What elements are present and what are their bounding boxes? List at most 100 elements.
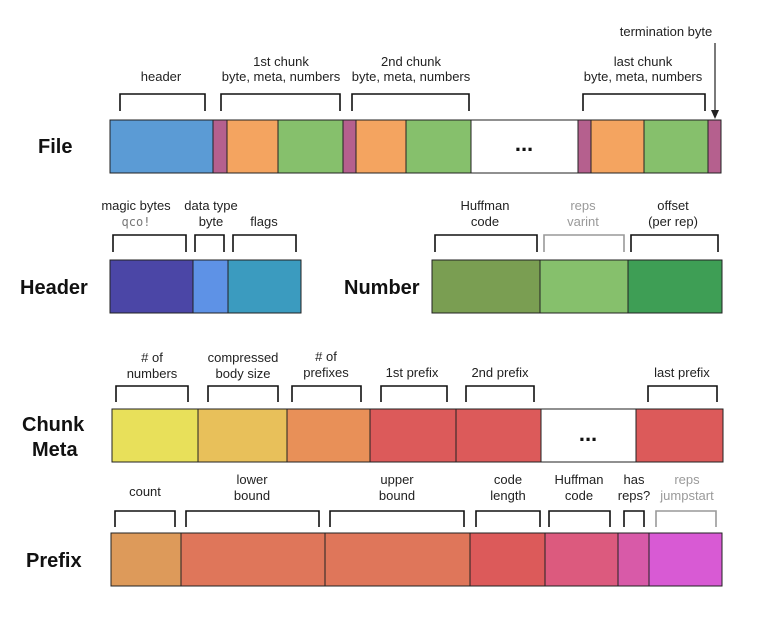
file-last-chunk-bracket (582, 93, 706, 111)
chunk-meta-ellipsis: ... (579, 421, 597, 446)
prefix-labels: count lower bound upper bound code lengt… (129, 472, 714, 503)
header-flags-label: flags (250, 214, 278, 229)
prefix-has-reps-label-line2: reps? (618, 488, 651, 503)
chunk-meta-bar: ... (111, 408, 724, 463)
prefix-upper-bracket (329, 510, 465, 527)
prefix-upper-segment (324, 532, 471, 587)
file-last-chunk-meta-segment (590, 119, 645, 174)
chunk-meta-prefixes-bracket (291, 385, 362, 402)
chunk-meta-prefixes-label-line1: # of (315, 349, 337, 364)
file-ellipsis: ... (515, 131, 533, 156)
chunk-meta-prefix1-bracket (380, 385, 448, 402)
chunk-meta-body-segment (197, 408, 288, 463)
header-magic-value: qco! (122, 215, 151, 229)
prefix-code-length-bracket (475, 510, 541, 527)
file-last-chunk-label-line1: last chunk (614, 54, 673, 69)
file-chunk1-meta-segment (226, 119, 279, 174)
number-offset-segment (627, 259, 723, 314)
chunk-meta-last-prefix-bracket (647, 385, 718, 402)
header-magic-bracket (112, 234, 187, 252)
header-bar (109, 259, 302, 314)
file-labels: header 1st chunk byte, meta, numbers 2nd… (141, 24, 712, 84)
chunk-meta-row-title-line2: Meta (32, 439, 78, 461)
header-data-type-segment (192, 259, 229, 314)
number-offset-label-line2: (per rep) (648, 214, 698, 229)
chunk-meta-prefix1-segment (369, 408, 457, 463)
prefix-jumpstart-label-line2: jumpstart (659, 488, 714, 503)
file-brackets (119, 43, 719, 119)
number-reps-bracket (543, 234, 625, 252)
chunk-meta-prefix1-label: 1st prefix (386, 365, 439, 380)
chunk-meta-body-label-line1: compressed (208, 350, 279, 365)
header-brackets (112, 234, 297, 252)
prefix-huffman-segment (544, 532, 619, 587)
chunk-meta-body-label-line2: body size (216, 366, 271, 381)
file-last-chunk-label-line2: byte, meta, numbers (584, 69, 703, 84)
file-header-bracket (119, 93, 206, 111)
chunk-meta-prefixes-segment (286, 408, 371, 463)
chunk-meta-prefix2-label: 2nd prefix (471, 365, 529, 380)
file-chunk2-meta-segment (355, 119, 407, 174)
number-reps-label-line1: reps (570, 198, 596, 213)
prefix-huffman-label-line2: code (565, 488, 593, 503)
file-termination-segment (707, 119, 722, 174)
prefix-has-reps-segment (617, 532, 650, 587)
prefix-huffman-label-line1: Huffman (555, 472, 604, 487)
prefix-brackets (114, 510, 717, 527)
chunk-meta-num-label-line2: numbers (127, 366, 178, 381)
chunk-meta-prefixes-label-line2: prefixes (303, 365, 349, 380)
chunk-meta-prefix2-segment (455, 408, 542, 463)
chunk-meta-labels: # of numbers compressed body size # of p… (127, 349, 711, 381)
file-chunk2-label-line2: byte, meta, numbers (352, 69, 471, 84)
prefix-code-length-segment (469, 532, 546, 587)
chunk-meta-num-bracket (115, 385, 189, 402)
number-huffman-label-line2: code (471, 214, 499, 229)
prefix-row-title: Prefix (26, 550, 82, 572)
file-row-title: File (38, 136, 72, 158)
chunk-meta-brackets (115, 385, 718, 402)
file-termination-label: termination byte (620, 24, 713, 39)
chunk-meta-last-prefix-segment (635, 408, 724, 463)
file-bar: ... (109, 119, 722, 174)
number-offset-bracket (630, 234, 719, 252)
file-chunk1-label-line2: byte, meta, numbers (222, 69, 341, 84)
file-ellipsis-segment (470, 119, 579, 174)
file-header-segment (109, 119, 214, 174)
termination-arrow-head (711, 110, 719, 119)
number-labels: Huffman code reps varint offset (per rep… (461, 198, 698, 229)
chunk-meta-num-segment (111, 408, 199, 463)
prefix-jumpstart-segment (648, 532, 723, 587)
file-chunk1-byte-segment (212, 119, 228, 174)
prefix-jumpstart-label-line1: reps (674, 472, 700, 487)
file-chunk2-label-line1: 2nd chunk (381, 54, 441, 69)
header-data-type-label-line1: data type (184, 198, 238, 213)
prefix-has-reps-label-line1: has (624, 472, 645, 487)
prefix-upper-label-line1: upper (380, 472, 414, 487)
prefix-huffman-bracket (548, 510, 611, 527)
number-huffman-bracket (434, 234, 538, 252)
number-reps-segment (539, 259, 629, 314)
file-header-label: header (141, 69, 182, 84)
file-chunk2-bracket (351, 93, 470, 111)
number-bar (431, 259, 723, 314)
header-magic-label: magic bytes (101, 198, 171, 213)
file-last-chunk-byte-segment (577, 119, 592, 174)
prefix-lower-label-line1: lower (236, 472, 268, 487)
number-huffman-segment (431, 259, 541, 314)
number-brackets (434, 234, 719, 252)
header-flags-segment (227, 259, 302, 314)
prefix-count-segment (110, 532, 182, 587)
chunk-meta-body-bracket (207, 385, 279, 402)
file-chunk1-label-line1: 1st chunk (253, 54, 309, 69)
prefix-bar (110, 532, 723, 587)
chunk-meta-num-label-line1: # of (141, 350, 163, 365)
chunk-meta-last-prefix-label: last prefix (654, 365, 710, 380)
number-offset-label-line1: offset (657, 198, 689, 213)
prefix-count-bracket (114, 510, 176, 527)
prefix-lower-segment (180, 532, 326, 587)
file-chunk1-bracket (220, 93, 341, 111)
prefix-lower-bracket (185, 510, 320, 527)
chunk-meta-row-title-line1: Chunk (22, 414, 85, 436)
header-data-type-label-line2: byte (199, 214, 224, 229)
